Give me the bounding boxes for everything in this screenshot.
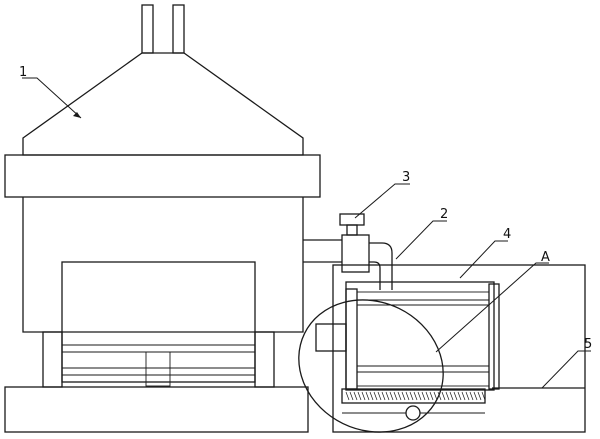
rack-hatch-line xyxy=(389,391,394,401)
chimney-right xyxy=(172,4,185,54)
leader-1 xyxy=(22,77,82,119)
right-base-assembly xyxy=(332,264,586,433)
rack-hatch-line xyxy=(349,391,354,401)
rack-hatch-line xyxy=(461,391,466,401)
label-valve: 3 xyxy=(402,170,410,185)
roller-wheel xyxy=(405,405,421,421)
furnace-leg-left xyxy=(42,331,63,388)
leader-lines xyxy=(22,77,591,389)
rack-hatch-line xyxy=(405,391,410,401)
pipe-inner xyxy=(369,261,381,290)
rack-hatch-line xyxy=(481,391,486,401)
leader-4 xyxy=(459,240,508,279)
rack-hatch-line xyxy=(357,391,362,401)
rack-hatch-line xyxy=(433,391,438,401)
rack-hatch-line xyxy=(393,391,398,401)
rack-hatch-line xyxy=(477,391,482,401)
right-frame xyxy=(332,264,586,433)
rack-hatch-line xyxy=(413,391,418,401)
leader-3 xyxy=(354,183,410,219)
valve-stem xyxy=(346,224,358,236)
furnace-body-wall xyxy=(22,197,304,333)
rack-hatch-line xyxy=(385,391,390,401)
rack-hatch-line xyxy=(465,391,470,401)
label-base: 5 xyxy=(584,337,592,352)
rack-hatch-line xyxy=(401,391,406,401)
cooling-box-assembly xyxy=(315,281,500,421)
rack-hatch-line xyxy=(457,391,462,401)
rack-hatch-line xyxy=(409,391,414,401)
rack-hatch-line xyxy=(441,391,446,401)
rack-hatch-line xyxy=(445,391,450,401)
leader-5 xyxy=(541,350,591,389)
valve-assembly xyxy=(339,213,370,273)
door-handle-block xyxy=(145,351,171,387)
valve-body xyxy=(341,234,370,273)
rack-hatch-line xyxy=(429,391,434,401)
rack-hatch-line xyxy=(369,391,374,401)
label-cooling-box: 4 xyxy=(503,227,511,242)
rack-hatch-line xyxy=(421,391,426,401)
label-detail-a: A xyxy=(541,250,550,265)
detail-ellipse-a xyxy=(298,299,444,433)
rack-hatch-line xyxy=(365,391,370,401)
chimney-left xyxy=(141,4,154,54)
rack-hatch-line xyxy=(345,391,350,401)
furnace-leg-right xyxy=(254,331,275,388)
rack-hatch-line xyxy=(353,391,358,401)
label-furnace: 1 xyxy=(19,65,27,80)
rack-hatch-line xyxy=(377,391,382,401)
rack-hatch-line xyxy=(417,391,422,401)
rack-hatch-line xyxy=(361,391,366,401)
rack-hatch-line xyxy=(473,391,478,401)
furnace-base-plate xyxy=(4,386,309,433)
rack-hatch-line xyxy=(449,391,454,401)
connector-duct xyxy=(303,239,342,263)
leader-2 xyxy=(395,220,447,260)
furnace-door xyxy=(61,261,256,383)
rack-hatching xyxy=(345,391,486,401)
rack-hatch-line xyxy=(397,391,402,401)
rack-hatch-line xyxy=(381,391,386,401)
lower-rack xyxy=(341,388,486,404)
side-motor xyxy=(315,323,347,352)
rack-hatch-line xyxy=(453,391,458,401)
leader-a xyxy=(435,262,549,353)
rack-hatch-line xyxy=(425,391,430,401)
cooling-box-outer xyxy=(345,281,495,391)
pipe-assembly xyxy=(369,242,393,290)
label-pipe: 2 xyxy=(440,207,448,222)
pipe-outer xyxy=(369,242,393,290)
rack-hatch-line xyxy=(437,391,442,401)
furnace-assembly xyxy=(4,4,321,433)
rack-hatch-line xyxy=(469,391,474,401)
rack-hatch-line xyxy=(373,391,378,401)
left-clamp-plate xyxy=(345,288,358,390)
valve-handle xyxy=(339,213,365,226)
furnace-upper-band xyxy=(4,154,321,198)
